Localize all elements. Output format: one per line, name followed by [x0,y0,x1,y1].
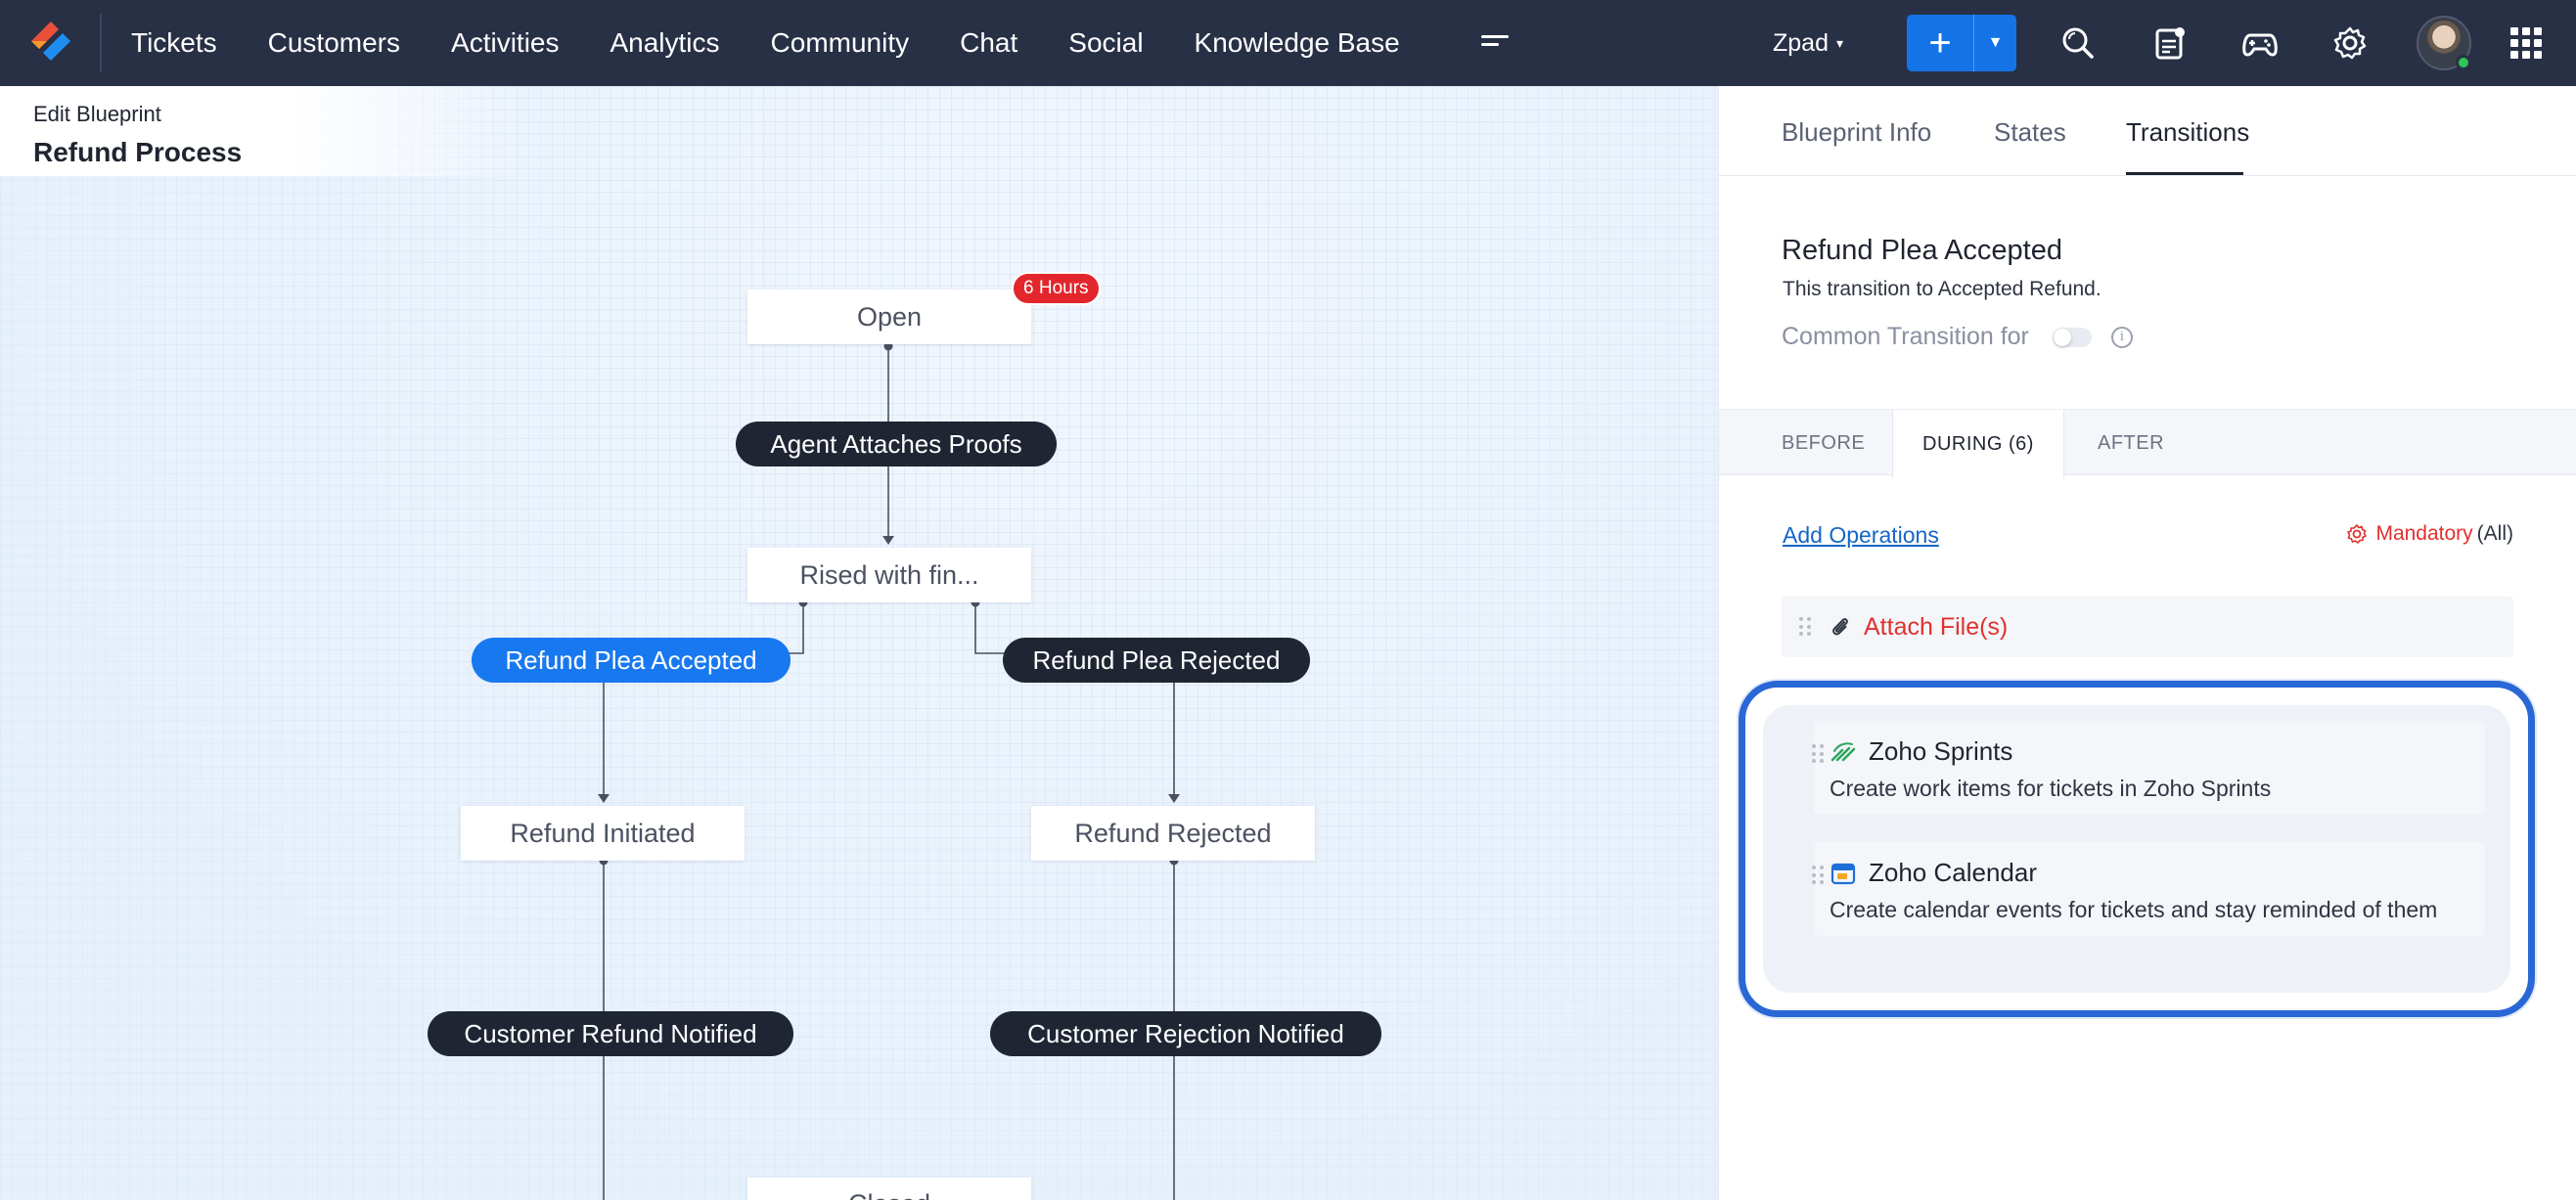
caret-down-icon: ▾ [1835,34,1844,51]
settings-icon[interactable] [2332,25,2368,61]
apps-grid-icon[interactable] [2510,27,2542,59]
transition-details-panel: Blueprint Info States Transitions Refund… [1718,86,2576,1200]
blueprint-header: Edit Blueprint Refund Process [0,86,528,176]
transition-refund-plea-accepted[interactable]: Refund Plea Accepted [472,638,791,683]
add-new-button-group: + ▼ [1907,15,2016,71]
nav-social[interactable]: Social [1068,27,1144,58]
main-nav: Tickets Customers Activities Analytics C… [131,0,1451,86]
nav-analytics[interactable]: Analytics [610,27,720,58]
department-switcher[interactable]: Zpad ▾ [1773,0,1843,86]
state-rised-with-finance[interactable]: Rised with fin... [747,548,1031,602]
drag-handle-icon[interactable] [1799,617,1811,637]
state-refund-initiated[interactable]: Refund Initiated [461,806,745,861]
integration-zoho-sprints[interactable]: Zoho Sprints Create work items for ticke… [1812,721,2485,815]
nav-customers[interactable]: Customers [267,27,401,58]
game-controller-icon[interactable] [2242,25,2278,61]
active-tab-indicator [2126,172,2243,175]
nav-community[interactable]: Community [770,27,910,58]
add-operations-link[interactable]: Add Operations [1783,522,1939,548]
flow-connectors [598,341,1180,1200]
nav-chat[interactable]: Chat [960,27,1018,58]
user-avatar[interactable] [2417,16,2471,70]
blueprint-canvas[interactable]: Edit Blueprint Refund Process Open 6 Hou… [0,86,1718,1200]
phase-during[interactable]: DURING (6) [1892,410,2064,478]
nav-knowledge-base[interactable]: Knowledge Base [1194,27,1400,58]
transition-title: Refund Plea Accepted [1782,235,2062,266]
top-navigation-bar: Tickets Customers Activities Analytics C… [0,0,2576,86]
panel-tabs: Blueprint Info States Transitions [1719,86,2576,176]
add-plus-button[interactable]: + [1928,21,1952,65]
blueprint-name: Refund Process [33,137,243,167]
edit-blueprint-label: Edit Blueprint [33,102,161,126]
integrations-container: Zoho Sprints Create work items for ticke… [1763,705,2510,993]
info-icon[interactable]: i [2110,326,2133,348]
nav-tickets[interactable]: Tickets [131,27,217,58]
drag-handle-icon[interactable] [1812,866,1824,885]
tab-blueprint-info[interactable]: Blueprint Info [1782,117,1932,147]
nav-more-menu-icon[interactable] [1481,35,1509,51]
nav-activities[interactable]: Activities [451,27,560,58]
drag-handle-icon[interactable] [1812,744,1824,764]
tab-transitions[interactable]: Transitions [2126,117,2250,147]
search-icon[interactable] [2060,25,2096,61]
operation-attach-files[interactable]: Attach File(s) [1782,597,2513,657]
sla-badge[interactable]: 6 Hours [1012,272,1101,305]
sprints-icon [1830,742,1856,762]
transition-refund-plea-rejected[interactable]: Refund Plea Rejected [1003,638,1310,683]
department-name: Zpad [1773,28,1829,57]
online-status-dot [2456,55,2471,70]
add-dropdown-caret-icon[interactable]: ▼ [1987,34,2004,51]
mandatory-indicator[interactable]: Mandatory (All) [2346,522,2513,546]
transition-customer-refund-notified[interactable]: Customer Refund Notified [428,1011,793,1056]
calendar-icon [1830,863,1856,885]
state-closed[interactable]: Closed [747,1178,1031,1200]
operation-label: Attach File(s) [1864,612,2009,641]
mandatory-label: Mandatory [2375,522,2473,545]
highlighted-integrations: Zoho Sprints Create work items for ticke… [1739,681,2535,1017]
nav-divider [100,14,102,72]
phase-tabs: BEFORE DURING (6) AFTER [1719,409,2576,478]
mandatory-scope: (All) [2476,522,2513,545]
transition-agent-attaches-proofs[interactable]: Agent Attaches Proofs [736,422,1057,467]
integration-description: Create work items for tickets in Zoho Sp… [1830,776,2272,801]
integration-name: Zoho Sprints [1869,736,2013,766]
integration-name: Zoho Calendar [1869,858,2037,887]
transition-description: This transition to Accepted Refund. [1783,278,2101,300]
state-open[interactable]: Open [747,289,1031,344]
paperclip-icon [1832,618,1848,636]
mandatory-gear-icon [2347,524,2368,544]
phase-before[interactable]: BEFORE [1782,431,1866,454]
button-split-divider [1973,15,1974,71]
phase-after[interactable]: AFTER [2098,431,2165,454]
transition-customer-rejection-notified[interactable]: Customer Rejection Notified [990,1011,1381,1056]
integration-description: Create calendar events for tickets and s… [1830,897,2438,922]
common-transition-toggle[interactable] [2052,327,2092,347]
integration-zoho-calendar[interactable]: Zoho Calendar Create calendar events for… [1812,842,2485,936]
tab-states[interactable]: States [1994,117,2066,147]
zoho-desk-logo[interactable] [25,20,76,67]
notes-icon[interactable] [2152,25,2188,61]
common-transition-label: Common Transition for [1782,323,2029,350]
common-transition-row: Common Transition for i [1782,323,2133,351]
state-refund-rejected[interactable]: Refund Rejected [1031,806,1315,861]
